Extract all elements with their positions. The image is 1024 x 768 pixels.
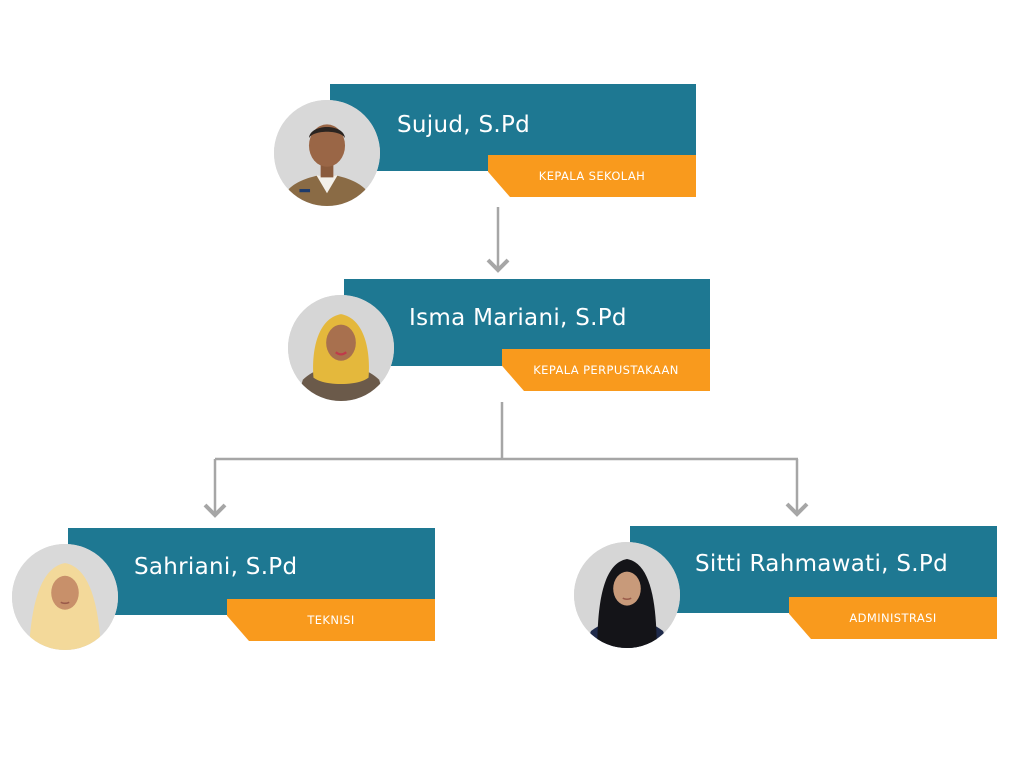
role-badge: TEKNISI bbox=[227, 599, 435, 641]
person-name: Sahriani, S.Pd bbox=[134, 554, 298, 580]
female-hijab-cream-photo-icon bbox=[12, 544, 118, 650]
avatar-photo bbox=[274, 100, 380, 206]
role-badge: KEPALA PERPUSTAKAAN bbox=[502, 349, 710, 391]
female-hijab-yellow-photo-icon bbox=[288, 295, 394, 401]
avatar-photo bbox=[12, 544, 118, 650]
person-name: Isma Mariani, S.Pd bbox=[409, 305, 627, 331]
avatar-photo bbox=[574, 542, 680, 648]
avatar-photo bbox=[288, 295, 394, 401]
male-uniform-photo-icon bbox=[274, 100, 380, 206]
female-hijab-black-photo-icon bbox=[574, 542, 680, 648]
person-name: Sujud, S.Pd bbox=[397, 112, 531, 138]
role-badge: KEPALA SEKOLAH bbox=[488, 155, 696, 197]
person-name: Sitti Rahmawati, S.Pd bbox=[695, 551, 948, 577]
role-badge: ADMINISTRASI bbox=[789, 597, 997, 639]
